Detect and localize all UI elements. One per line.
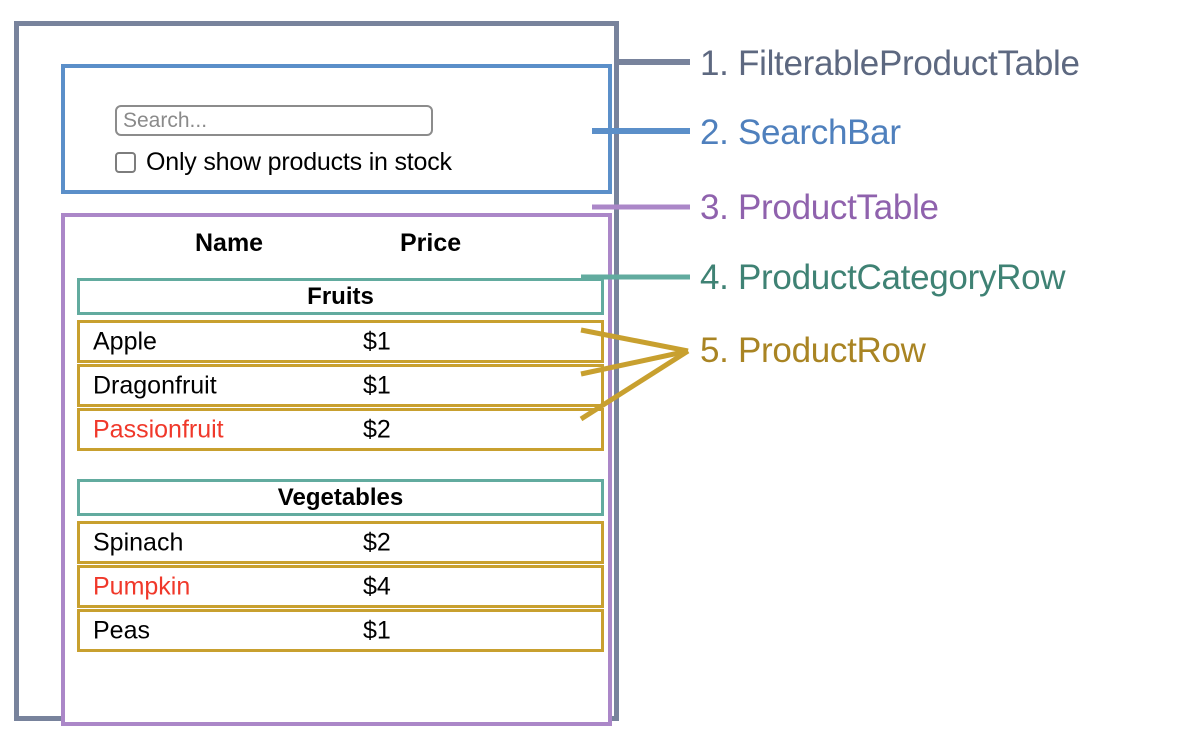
product-row-name: Apple xyxy=(93,327,157,355)
product-row: Spinach $2 xyxy=(77,521,604,564)
product-table-header: Name Price xyxy=(65,229,608,265)
product-row-price: $1 xyxy=(363,616,391,644)
product-row-name: Dragonfruit xyxy=(93,371,217,399)
product-row-price: $2 xyxy=(363,528,391,556)
callout-label-product-row: 5. ProductRow xyxy=(700,331,926,370)
category-group-spacer xyxy=(77,452,604,479)
product-row-price: $2 xyxy=(363,415,391,443)
product-row-price: $1 xyxy=(363,371,391,399)
product-category-row-label: Fruits xyxy=(307,282,374,310)
product-row-price: $1 xyxy=(363,327,391,355)
product-row-name: Spinach xyxy=(93,528,184,556)
product-table-box: Name Price Fruits Apple $1 Dragonfruit $… xyxy=(61,213,612,726)
product-row: Pumpkin $4 xyxy=(77,565,604,608)
product-table-rows: Fruits Apple $1 Dragonfruit $1 Passionfr… xyxy=(77,278,604,653)
product-row: Apple $1 xyxy=(77,320,604,363)
column-header-name: Name xyxy=(195,229,264,257)
search-bar-box: Only show products in stock xyxy=(61,64,612,194)
product-category-row: Vegetables xyxy=(77,479,604,516)
product-row: Dragonfruit $1 xyxy=(77,364,604,407)
product-row-price: $4 xyxy=(363,572,391,600)
filterable-product-table-box: Only show products in stock Name Price F… xyxy=(14,21,619,726)
callout-label-product-category-row: 4. ProductCategoryRow xyxy=(700,258,1066,297)
callout-label-search-bar: 2. SearchBar xyxy=(700,113,901,152)
product-category-row-label: Vegetables xyxy=(277,483,404,511)
search-input[interactable] xyxy=(115,105,433,136)
in-stock-checkbox-row[interactable]: Only show products in stock xyxy=(115,148,452,177)
product-category-row: Fruits xyxy=(77,278,604,315)
product-row: Passionfruit $2 xyxy=(77,408,604,451)
checkbox-icon[interactable] xyxy=(115,152,136,173)
product-row-name: Pumpkin xyxy=(93,572,191,600)
in-stock-checkbox-label: Only show products in stock xyxy=(146,148,452,176)
column-header-price: Price xyxy=(400,229,462,257)
product-row: Peas $1 xyxy=(77,609,604,652)
callout-label-filterable-product-table: 1. FilterableProductTable xyxy=(700,44,1080,83)
product-row-name: Passionfruit xyxy=(93,415,224,443)
callout-label-product-table: 3. ProductTable xyxy=(700,188,939,227)
product-row-name: Peas xyxy=(93,616,150,644)
